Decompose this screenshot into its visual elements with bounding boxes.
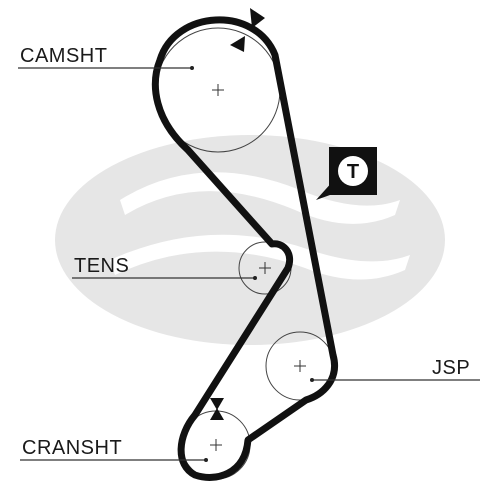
tensioner-label: TENS [74,255,129,277]
watermark-swoosh-1 [120,172,400,224]
crank-timing-mark-icon [210,398,224,420]
watermark-swoosh-2 [110,234,410,280]
timing-belt [151,16,338,481]
watermark-logo [55,135,445,345]
leader-lines [18,66,480,462]
camshaft-label: CAMSHT [20,45,107,67]
jackshaft-label: JSP [432,357,470,379]
tensioner-badge-icon: T [316,147,377,200]
rotation-arrow-icon [230,8,265,52]
tensioner-badge-letter: T [347,161,359,183]
crankshaft-label: CRANSHT [22,437,122,459]
